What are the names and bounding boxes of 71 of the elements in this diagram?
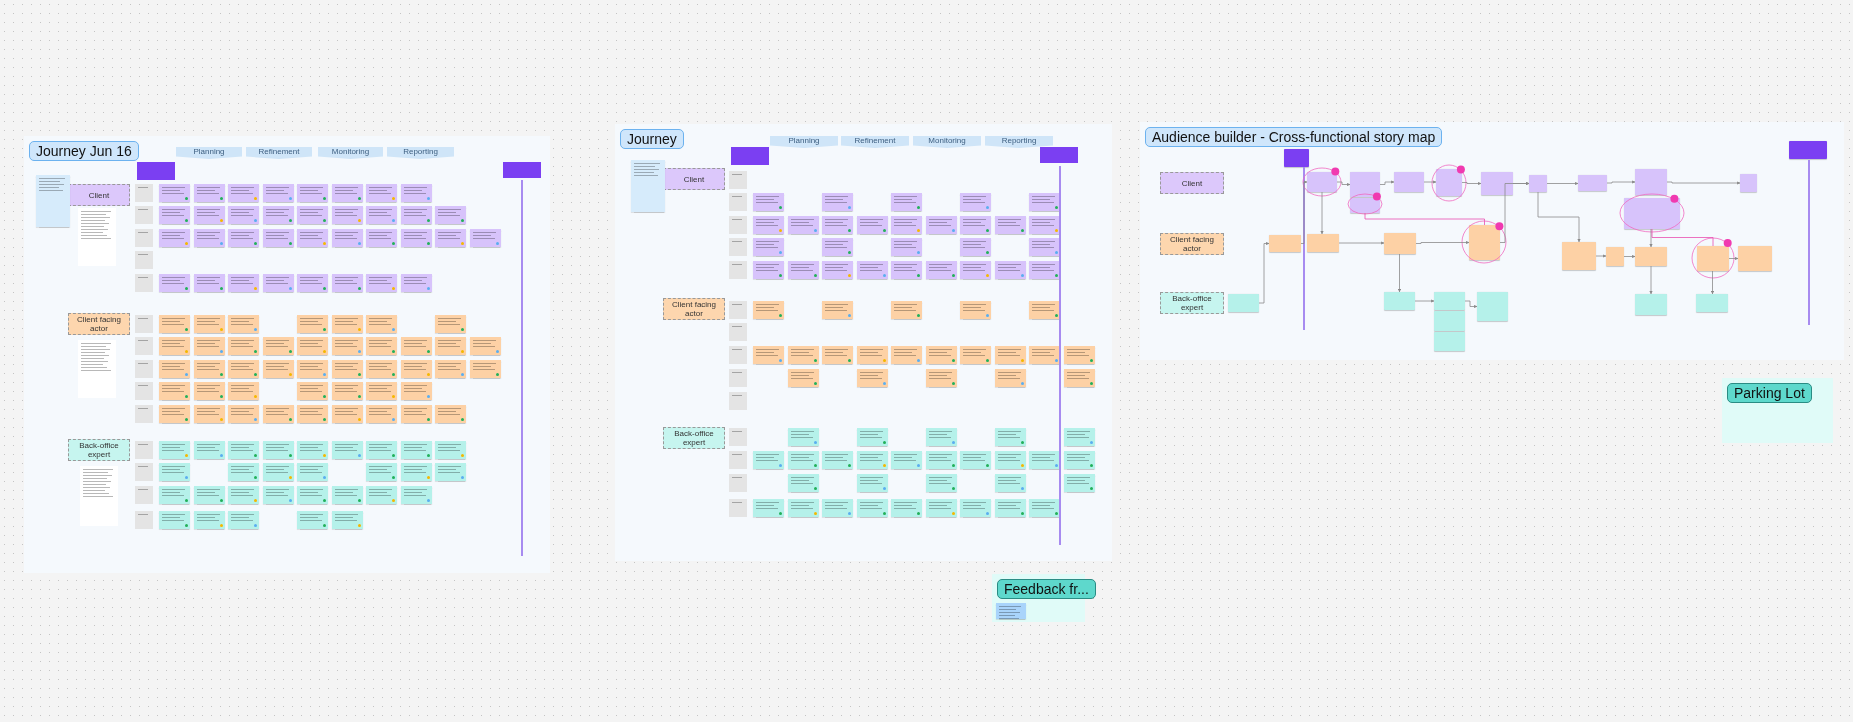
stage-banner — [246, 147, 312, 159]
stage-banner — [841, 136, 909, 148]
frame-title: Audience builder - Cross-functional story map — [1145, 127, 1443, 147]
stage-label: Planning — [788, 136, 820, 145]
stage-banner — [985, 136, 1053, 148]
note-card — [1635, 247, 1667, 266]
lane-label: Back-office expert — [1171, 294, 1213, 312]
board-frame — [615, 124, 1112, 561]
stage-banner — [913, 136, 981, 148]
stage-banner — [318, 147, 383, 159]
note-card — [1228, 294, 1259, 312]
note-card — [1635, 169, 1667, 195]
lane-card — [663, 298, 725, 320]
frame-title: Journey — [620, 129, 684, 149]
note-card — [1481, 172, 1513, 195]
lane-label: Client facing actor — [1169, 235, 1215, 253]
note-card — [1350, 198, 1380, 213]
lane-card — [68, 184, 130, 206]
note-card — [1562, 242, 1596, 270]
board-frame — [1140, 122, 1844, 360]
note-card — [1789, 141, 1827, 159]
stage-label: Planning — [193, 147, 225, 156]
note-card — [1578, 175, 1607, 191]
board-frame — [1722, 378, 1833, 443]
stage-banner — [770, 136, 838, 148]
stage-label: Monitoring — [928, 136, 966, 145]
stage-label: Monitoring — [331, 147, 370, 156]
stage-label: Reporting — [403, 147, 438, 156]
note-card — [1269, 235, 1301, 252]
note-card — [1384, 292, 1415, 310]
lane-label: Client — [88, 190, 110, 200]
stage-label: Refinement — [258, 147, 300, 156]
stage-label: Refinement — [854, 136, 896, 145]
lane-label: Client — [683, 174, 705, 184]
lane-label: Client facing actor — [671, 300, 717, 318]
board-frame — [24, 136, 550, 573]
note-card — [1394, 172, 1424, 192]
note-card — [1469, 225, 1500, 260]
note-card — [1434, 292, 1465, 310]
note-card — [1436, 169, 1462, 196]
note-card — [1434, 311, 1465, 331]
frame-title: Parking Lot — [1727, 383, 1812, 403]
stage-banner — [387, 147, 454, 159]
note-card — [1738, 246, 1772, 271]
note-card — [1696, 294, 1728, 312]
note-card — [1529, 175, 1547, 192]
lane-label: Back-office expert — [78, 441, 120, 459]
frame-title: Feedback fr... — [997, 579, 1096, 599]
stage-label: Reporting — [1001, 136, 1037, 145]
lane-label: Client — [1181, 178, 1203, 188]
lane-card — [68, 313, 130, 335]
note-card — [1477, 292, 1508, 321]
frame-title: Journey Jun 16 — [29, 141, 139, 161]
note-card — [1350, 172, 1380, 197]
lane-card — [663, 427, 725, 449]
note-card — [1307, 234, 1339, 252]
note-card — [1697, 246, 1729, 271]
lane-card — [663, 168, 725, 190]
lane-label: Client facing actor — [76, 315, 122, 333]
stage-banner — [176, 147, 242, 159]
note-card — [1384, 233, 1416, 254]
lane-card — [1160, 233, 1224, 255]
note-card — [1740, 174, 1757, 192]
lane-label: Back-office expert — [673, 429, 715, 447]
note-card — [1606, 247, 1624, 266]
note-card — [1434, 332, 1465, 351]
note-card — [1284, 149, 1309, 167]
lane-card — [1160, 292, 1224, 314]
note-card — [1635, 294, 1667, 315]
lane-card — [1160, 172, 1224, 194]
lane-card — [68, 439, 130, 461]
